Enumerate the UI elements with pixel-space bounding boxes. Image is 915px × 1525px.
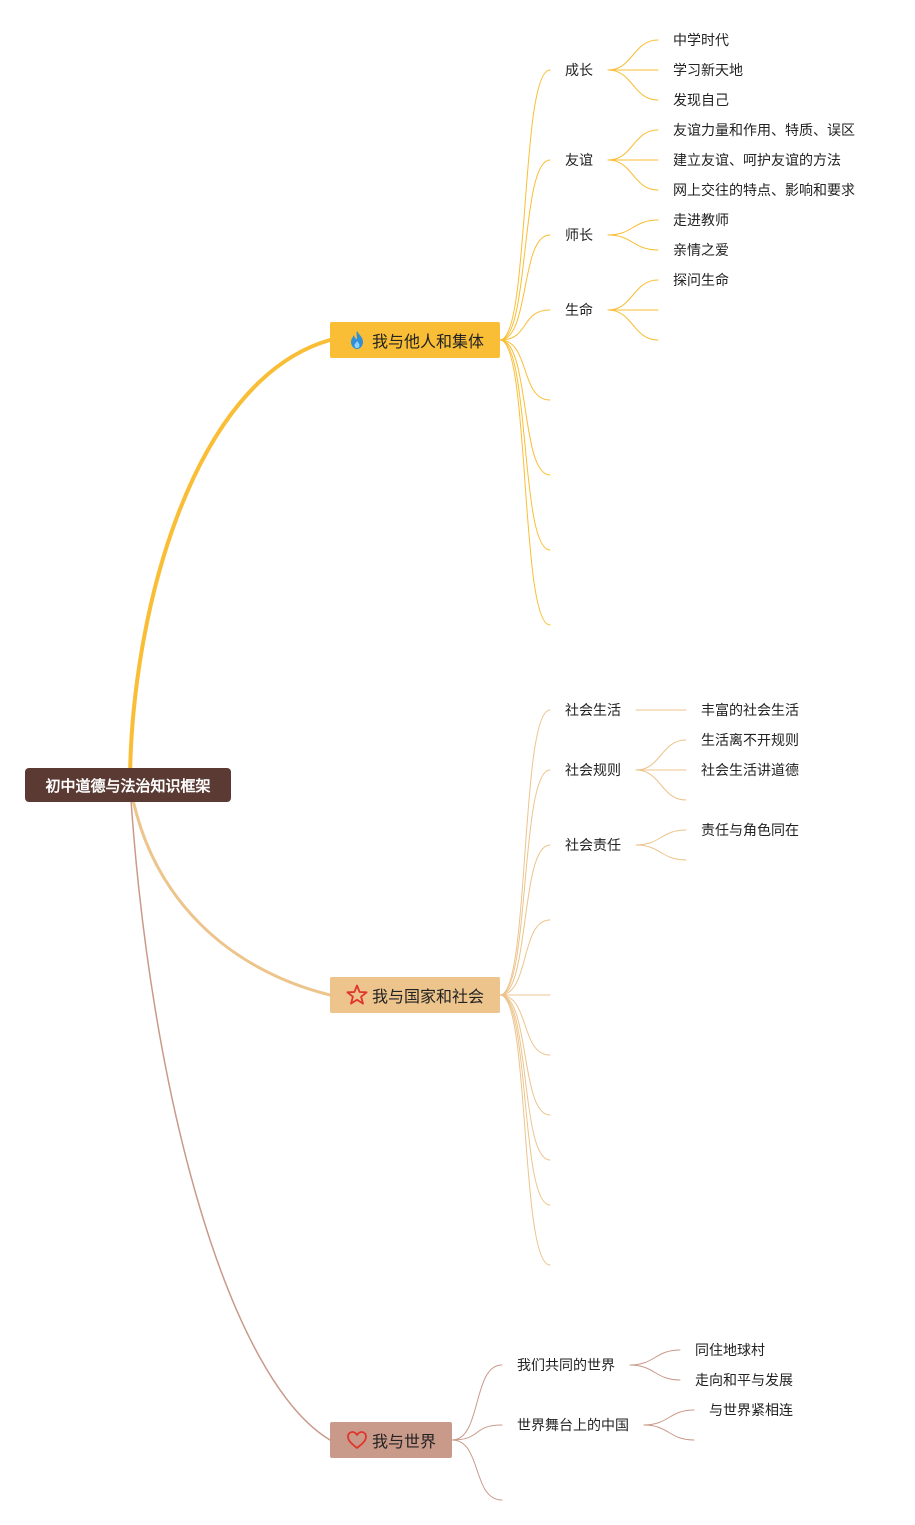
- edge-branch2-topic: [499, 994, 551, 1161]
- heart-icon: [346, 1429, 368, 1451]
- flame-icon: [346, 329, 368, 351]
- edge-topic-item: [607, 129, 659, 161]
- edge-branch2-topic: [499, 994, 551, 1116]
- edge-branch2-topic: [499, 769, 551, 996]
- edge-branch1-topic: [499, 339, 551, 551]
- item-label[interactable]: 生活离不开规则: [701, 733, 799, 749]
- item-label[interactable]: 网上交往的特点、影响和要求: [673, 183, 855, 199]
- edge-topic-item: [607, 279, 659, 311]
- edge-root-branch3: [129, 784, 331, 1441]
- edge-branch1-topic: [499, 159, 551, 341]
- edge-topic-item: [607, 234, 659, 251]
- edge-topic-item: [607, 39, 659, 71]
- edge-topic-item: [635, 739, 687, 771]
- item-label[interactable]: 发现自己: [673, 93, 729, 109]
- edge-topic-item: [607, 219, 659, 236]
- edge-root-branch2: [128, 783, 332, 997]
- root-label: 初中道德与法治知识框架: [45, 776, 211, 795]
- item-label[interactable]: 走进教师: [673, 213, 729, 229]
- branch-label: 我与他人和集体: [371, 332, 484, 351]
- item-label[interactable]: 走向和平与发展: [695, 1373, 793, 1389]
- edge-branch1-topic: [499, 69, 551, 341]
- edge-branch3-topic: [451, 1439, 503, 1501]
- edge-topic-item: [635, 829, 687, 846]
- edge-branch3-topic: [451, 1424, 503, 1441]
- edge-branch1-topic: [499, 339, 551, 401]
- edge-branch1-topic: [499, 234, 551, 341]
- item-label[interactable]: 与世界紧相连: [709, 1403, 793, 1419]
- edge-topic-item: [643, 1409, 695, 1426]
- item-label[interactable]: 中学时代: [673, 33, 729, 49]
- edge-topic-item: [629, 1364, 681, 1381]
- star-icon: [346, 984, 368, 1006]
- edge-topic-item: [629, 1349, 681, 1366]
- item-label[interactable]: 探问生命: [673, 273, 729, 289]
- edge-topic-item: [635, 844, 687, 861]
- root-node[interactable]: 初中道德与法治知识框架: [25, 768, 231, 802]
- edge-branch2-topic: [499, 994, 551, 1206]
- topic-life[interactable]: 生命: [565, 303, 593, 319]
- branch-node-others-collective[interactable]: 我与他人和集体: [330, 322, 500, 358]
- edge-branch1-topic: [499, 339, 551, 476]
- branch-label: 我与世界: [371, 1432, 436, 1451]
- edge-branch2-topic: [499, 994, 551, 1056]
- topic-social-responsibility[interactable]: 社会责任: [565, 838, 621, 854]
- topic-social-life[interactable]: 社会生活: [565, 703, 621, 719]
- edge-branch3-topic: [451, 1364, 503, 1441]
- edge-topic-item: [643, 1424, 695, 1441]
- edge-topic-item: [607, 159, 659, 191]
- edge-branch2-topic: [499, 919, 551, 996]
- edge-branch2-topic: [499, 994, 551, 1266]
- topic-china-world-stage[interactable]: 世界舞台上的中国: [517, 1418, 629, 1434]
- branch-node-country-society[interactable]: 我与国家和社会: [330, 977, 500, 1013]
- topic-friendship[interactable]: 友谊: [565, 153, 593, 169]
- topic-growth[interactable]: 成长: [565, 63, 593, 79]
- edge-topic-item: [607, 69, 659, 101]
- edge-branch1-topic: [499, 309, 551, 341]
- edge-branch2-topic: [499, 709, 551, 996]
- branch-label: 我与国家和社会: [371, 987, 484, 1006]
- topic-social-rules[interactable]: 社会规则: [565, 763, 621, 779]
- topic-shared-world[interactable]: 我们共同的世界: [517, 1358, 615, 1374]
- item-label[interactable]: 学习新天地: [673, 63, 743, 79]
- topic-teachers-elders[interactable]: 师长: [565, 228, 593, 244]
- edge-topic-item: [635, 769, 687, 801]
- edge-branch1-topic: [499, 339, 551, 626]
- item-label[interactable]: 责任与角色同在: [701, 823, 799, 839]
- item-label[interactable]: 友谊力量和作用、特质、误区: [673, 123, 855, 139]
- item-label[interactable]: 亲情之爱: [673, 243, 729, 259]
- item-label[interactable]: 丰富的社会生活: [701, 703, 799, 719]
- branch-node-world[interactable]: 我与世界: [330, 1422, 452, 1458]
- edge-branch2-topic: [499, 844, 551, 996]
- edge-root-branch1: [128, 338, 332, 787]
- item-label[interactable]: 同住地球村: [695, 1343, 765, 1359]
- item-label[interactable]: 建立友谊、呵护友谊的方法: [673, 153, 841, 169]
- edge-topic-item: [607, 309, 659, 341]
- item-label[interactable]: 社会生活讲道德: [701, 763, 799, 779]
